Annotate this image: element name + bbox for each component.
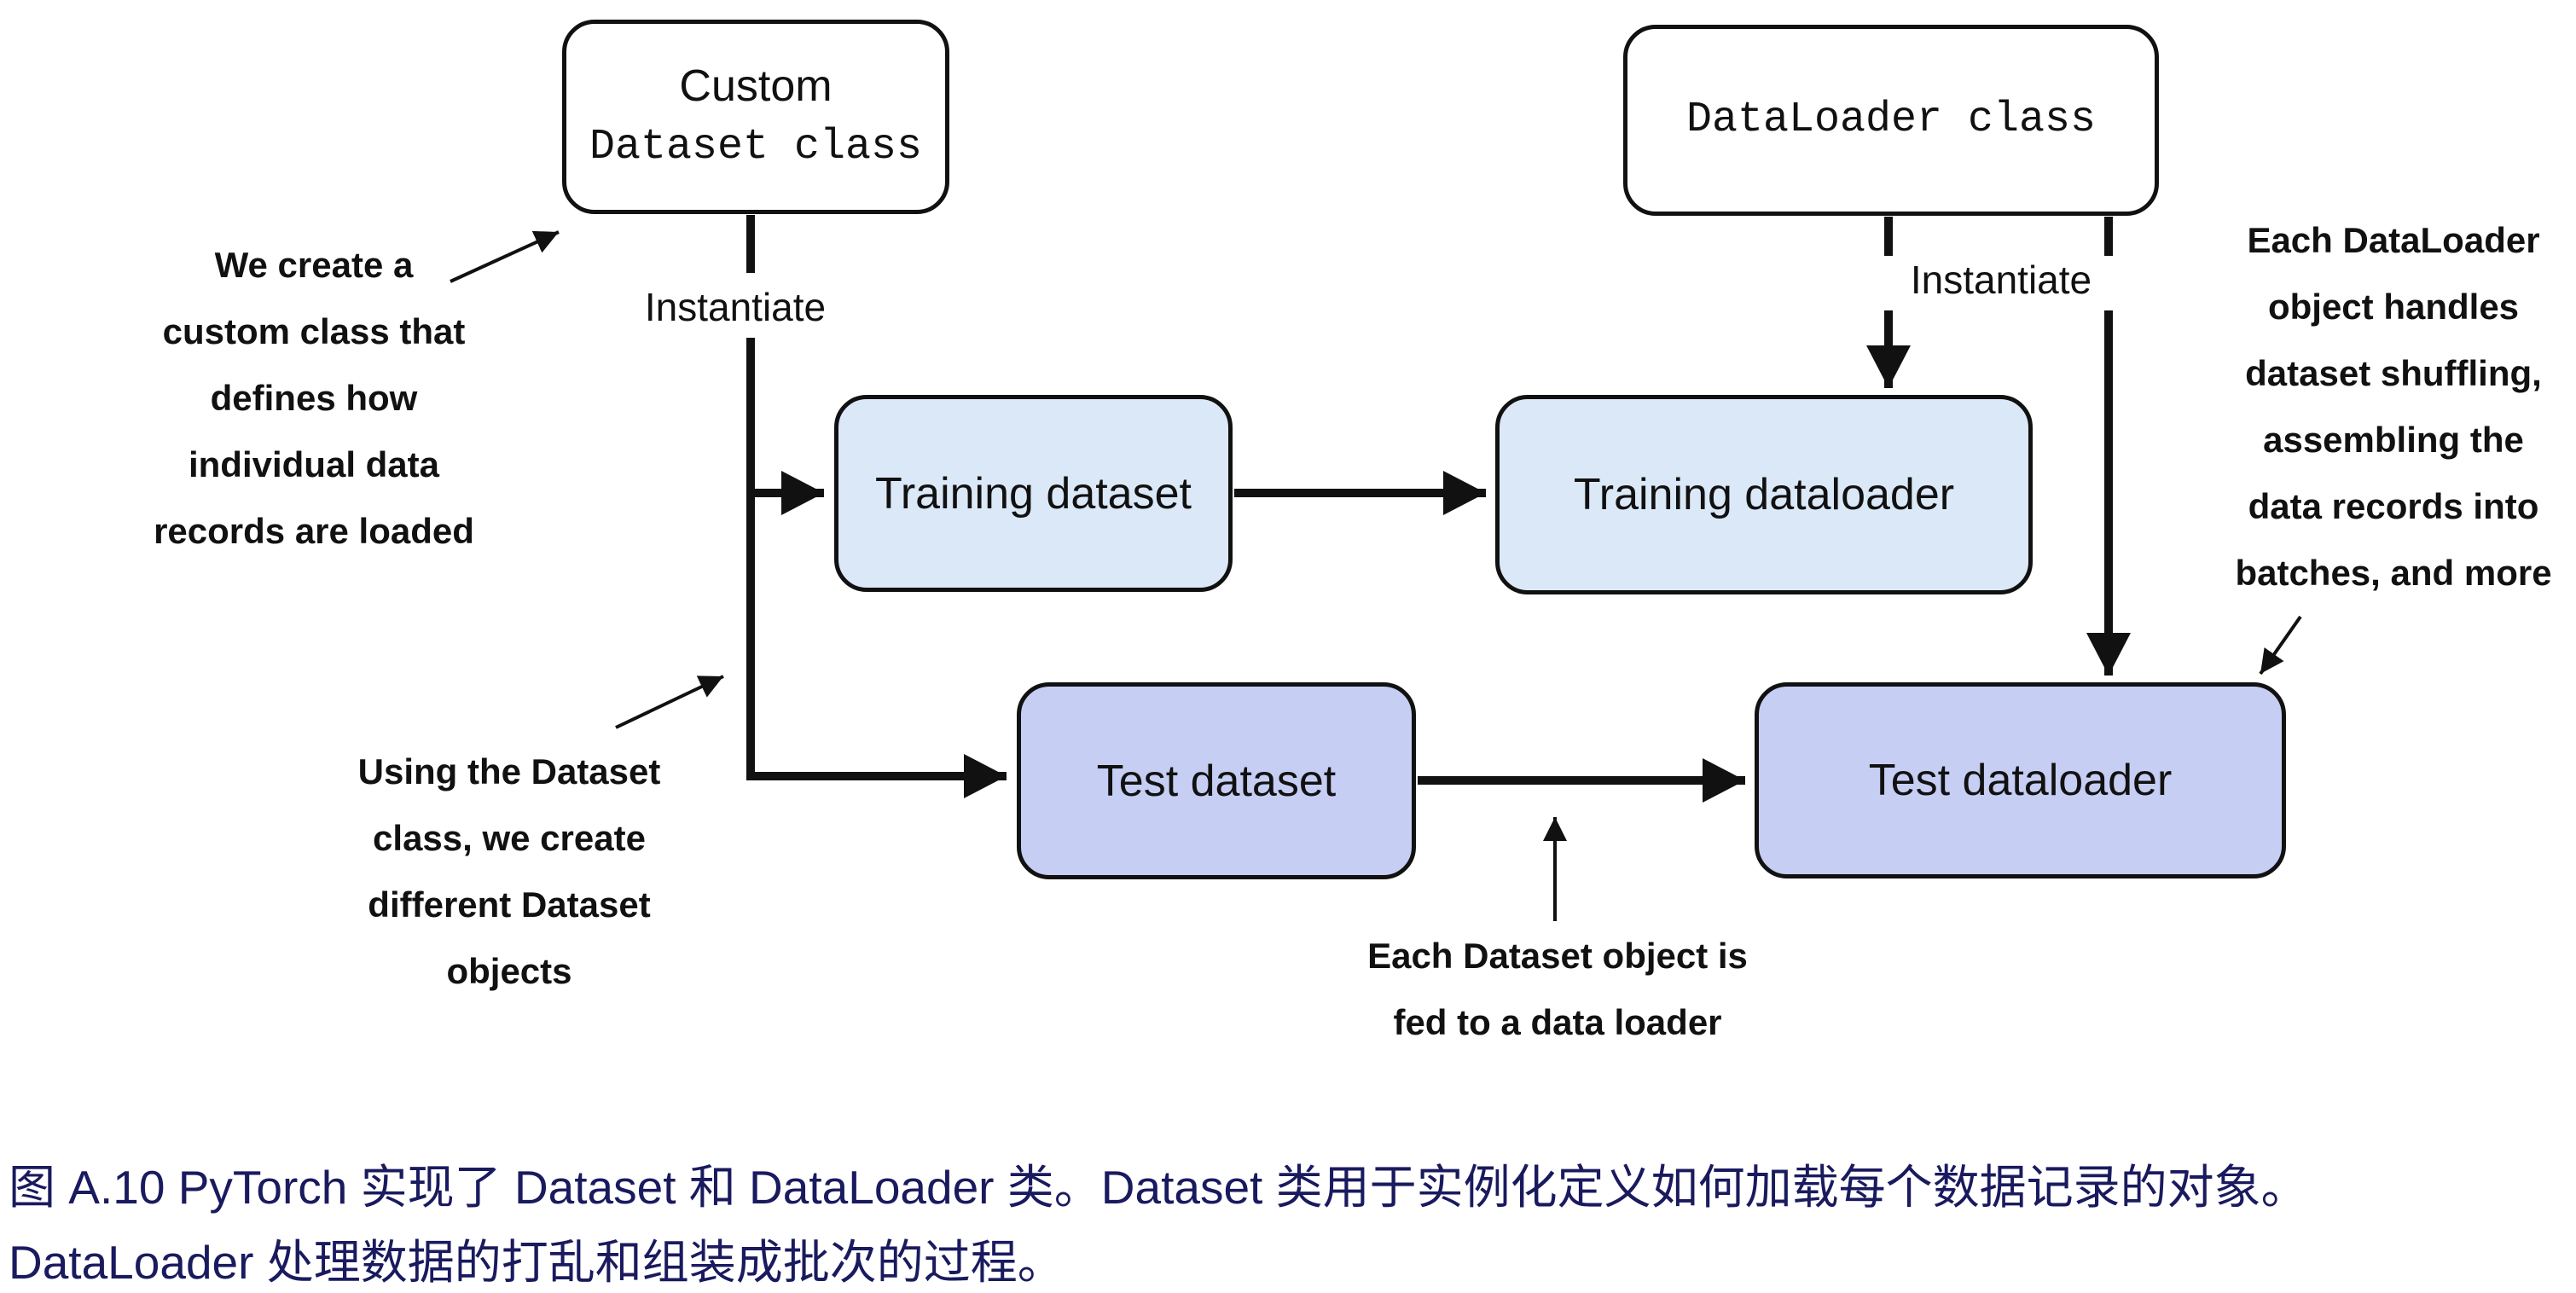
- training-dataloader-box: Training dataloader: [1495, 395, 2033, 594]
- annotation-arrow-using-dataset-class: [615, 675, 724, 729]
- figure-caption-line1: 图 A.10 PyTorch 实现了 Dataset 和 DataLoader …: [9, 1161, 2308, 1214]
- training-dataloader-label: Training dataloader: [1573, 470, 1955, 519]
- edge-trunk-to-test-dataset: [746, 338, 1007, 798]
- test-dataset-label: Test dataset: [1096, 756, 1337, 806]
- annotation-using-dataset-class: Using the Dataset class, we create diffe…: [357, 751, 661, 991]
- custom-dataset-class-line2: Dataset class: [589, 123, 923, 171]
- instantiate-label-left: Instantiate: [644, 285, 827, 329]
- custom-dataset-class-box: Custom Dataset class: [562, 20, 949, 214]
- annotation-arrow-dataloader-handles: [2259, 615, 2302, 675]
- instantiate-label-right: Instantiate: [1910, 258, 2092, 302]
- annotation-dataset-fed-to-loader: Each Dataset object is fed to a data loa…: [1367, 936, 1748, 1042]
- training-dataset-label: Training dataset: [875, 468, 1192, 519]
- dataloader-class-box: DataLoader class: [1623, 25, 2159, 216]
- figure-caption-line2: DataLoader 处理数据的打乱和组装成批次的过程。: [9, 1236, 1065, 1289]
- annotation-create-custom-class: We create a custom class that defines ho…: [154, 245, 474, 551]
- annotation-dataloader-handles: Each DataLoader object handles dataset s…: [2235, 220, 2552, 593]
- test-dataloader-box: Test dataloader: [1755, 682, 2286, 878]
- test-dataset-box: Test dataset: [1017, 682, 1416, 879]
- training-dataset-box: Training dataset: [834, 395, 1233, 592]
- custom-dataset-class-line1: Custom: [679, 61, 833, 111]
- dataloader-class-label: DataLoader class: [1685, 96, 2097, 144]
- test-dataloader-label: Test dataloader: [1868, 756, 2173, 805]
- annotation-arrow-create-custom-class: [450, 230, 560, 283]
